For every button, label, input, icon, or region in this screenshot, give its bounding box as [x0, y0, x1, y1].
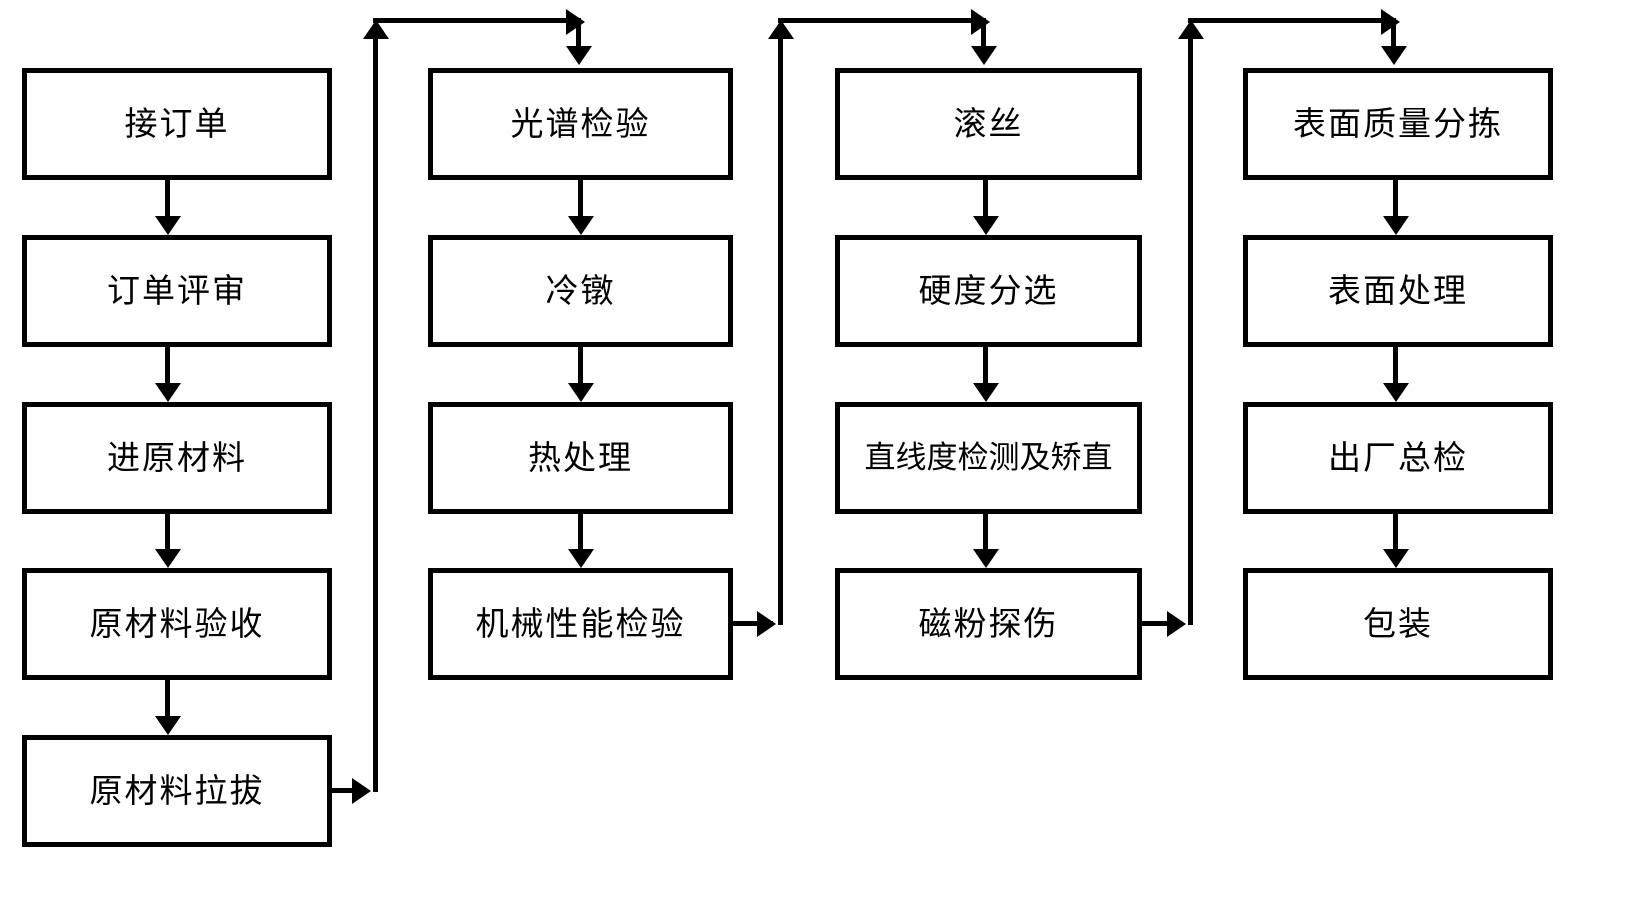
edge-n15-n16-arrowhead [1383, 383, 1409, 402]
edge-n9-n10-hline-top [778, 18, 986, 23]
edge-n5-n6-arrowhead-down [566, 46, 592, 65]
edge-n12-n13-line [983, 513, 988, 553]
process-node-yuan-cai-liao-yan-shou[interactable]: 原材料验收 [22, 568, 332, 680]
edge-n15-n16-line [1393, 347, 1398, 387]
edge-n13-n14-arrowhead-down [1381, 46, 1407, 65]
edge-n10-n11-arrowhead [973, 216, 999, 235]
edge-n5-n6-arrowhead-up [363, 20, 389, 39]
edge-n9-n10-arrowhead-in [757, 611, 776, 637]
edge-n9-n10-arrowhead-up [768, 20, 794, 39]
edge-n3-n4-line [165, 513, 170, 553]
edge-n8-n9-line [578, 513, 583, 553]
edge-n6-n7-line [578, 180, 583, 220]
edge-n12-n13-arrowhead [973, 549, 999, 568]
process-node-biao-mian-zhi-liang-fen-jian[interactable]: 表面质量分拣 [1243, 68, 1553, 180]
edge-n2-n3-line [165, 347, 170, 387]
edge-n3-n4-arrowhead [155, 549, 181, 568]
edge-n5-n6-hline-top [373, 18, 581, 23]
edge-n9-n10-vline-down [981, 18, 986, 50]
edge-n13-n14-arrowhead-top [1381, 9, 1400, 35]
process-node-leng-dun[interactable]: 冷镦 [428, 235, 733, 347]
edge-n1-n2-arrowhead [155, 216, 181, 235]
edge-n16-n17-arrowhead [1383, 549, 1409, 568]
edge-n13-n14-vline-down [1391, 18, 1396, 50]
edge-n14-n15-line [1393, 180, 1398, 220]
edge-n4-n5-line [165, 680, 170, 720]
edge-n6-n7-arrowhead [568, 216, 594, 235]
process-node-biao-mian-chu-li[interactable]: 表面处理 [1243, 235, 1553, 347]
edge-n5-n6-vline-down [576, 18, 581, 50]
edge-n13-n14-vline-up [1188, 24, 1193, 625]
edge-n13-n14-hline-top [1188, 18, 1396, 23]
process-node-ying-du-fen-xuan[interactable]: 硬度分选 [835, 235, 1142, 347]
process-node-zhi-xian-du-jian-ce-ji-jiao-zhi[interactable]: 直线度检测及矫直 [835, 402, 1142, 514]
edge-n7-n8-arrowhead [568, 383, 594, 402]
edge-n9-n10-arrowhead-top [971, 9, 990, 35]
process-node-yuan-cai-liao-la-ba[interactable]: 原材料拉拔 [22, 735, 332, 847]
edge-n5-n6-hline-out [332, 788, 367, 793]
process-node-ci-fen-tan-shang[interactable]: 磁粉探伤 [835, 568, 1142, 680]
edge-n7-n8-line [578, 347, 583, 387]
edge-n11-n12-arrowhead [973, 383, 999, 402]
edge-n14-n15-arrowhead [1383, 216, 1409, 235]
edge-n9-n10-vline-up [778, 24, 783, 625]
process-node-jin-yuan-cai-liao[interactable]: 进原材料 [22, 402, 332, 514]
edge-n2-n3-arrowhead [155, 383, 181, 402]
edge-n13-n14-arrowhead-up [1178, 20, 1204, 39]
edge-n9-n10-arrowhead-down [971, 46, 997, 65]
edge-n16-n17-line [1393, 513, 1398, 553]
edge-n11-n12-line [983, 347, 988, 387]
process-node-bao-zhuang[interactable]: 包装 [1243, 568, 1553, 680]
edge-n9-n10-hline-out [733, 621, 773, 626]
process-node-ji-xie-xing-neng-jian-yan[interactable]: 机械性能检验 [428, 568, 733, 680]
edge-n5-n6-arrowhead-top [566, 9, 585, 35]
edge-n1-n2-line [165, 180, 170, 220]
process-node-gun-si[interactable]: 滚丝 [835, 68, 1142, 180]
process-node-guang-pu-jian-yan[interactable]: 光谱检验 [428, 68, 733, 180]
edge-n5-n6-vline-up [373, 24, 378, 792]
edge-n8-n9-arrowhead [568, 549, 594, 568]
edge-n5-n6-arrowhead-in [352, 778, 371, 804]
process-node-chu-chang-zong-jian[interactable]: 出厂总检 [1243, 402, 1553, 514]
edge-n10-n11-line [983, 180, 988, 220]
edge-n13-n14-hline-out [1142, 621, 1182, 626]
edge-n4-n5-arrowhead [155, 716, 181, 735]
process-node-ding-dan-ping-shen[interactable]: 订单评审 [22, 235, 332, 347]
process-node-jie-ding-dan[interactable]: 接订单 [22, 68, 332, 180]
process-node-re-chu-li[interactable]: 热处理 [428, 402, 733, 514]
edge-n13-n14-arrowhead-in [1167, 611, 1186, 637]
